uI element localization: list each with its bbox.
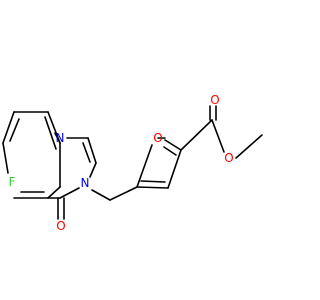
ring-bond: [87, 137, 97, 164]
ester-bond: [211, 119, 225, 153]
ring-bond: [59, 187, 80, 199]
benzo-bond: [2, 142, 9, 174]
furan-double: [163, 146, 177, 156]
methyl-bond: [235, 134, 263, 159]
benzo-double: [9, 118, 20, 142]
furan-bond: [136, 144, 153, 188]
ring-bond: [54, 132, 61, 144]
furan-double: [140, 180, 166, 183]
benzo-double: [44, 116, 57, 150]
atom-o-furan-label: O: [153, 131, 162, 145]
ring-bond: [89, 162, 97, 178]
benzo-bond: [47, 186, 61, 199]
molecule-diagram: N N O F O O O: [2, 93, 263, 233]
ester-bond: [180, 119, 213, 151]
ch2-bond: [109, 186, 138, 201]
furan-bond: [164, 139, 182, 151]
atom-f-label: F: [9, 175, 16, 189]
bonds: [2, 105, 263, 220]
atom-n1-label: N: [56, 131, 65, 145]
atom-o4-label: O: [56, 219, 65, 233]
benzo-bond: [2, 111, 15, 144]
atom-o-ester-label: O: [224, 151, 233, 165]
atom-labels: N N O F O O O: [9, 93, 234, 233]
furan-bond: [136, 186, 169, 189]
ring-double: [82, 142, 91, 163]
structure-canvas: N N O F O O O: [2, 93, 263, 233]
atom-o-carbonyl-label: O: [210, 93, 219, 107]
atom-n3-label: N: [81, 176, 90, 190]
ch2-bond: [91, 189, 111, 201]
furan-bond: [167, 149, 182, 189]
